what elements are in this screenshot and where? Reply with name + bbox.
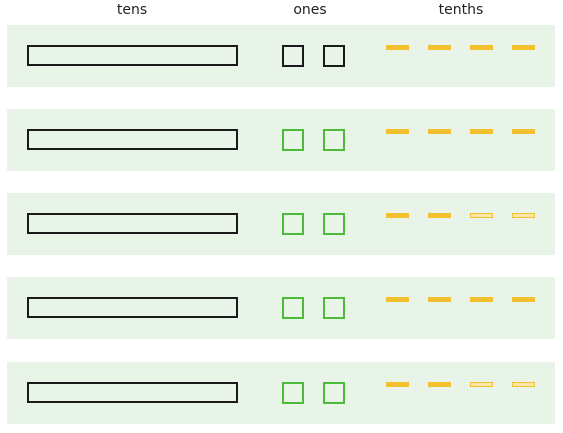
tenths-block [512,297,535,302]
ones-block [282,129,304,151]
column-label-tenths: tenths [438,2,484,18]
tenths-block [470,129,493,134]
ones-block [323,129,345,151]
tenths-block [470,213,493,218]
tenths-block [512,213,535,218]
ones-block [323,382,345,404]
tenths-block [428,129,451,134]
tenths-block [428,213,451,218]
tenths-block [386,45,409,50]
place-value-row [7,277,555,339]
tenths-block [470,382,493,387]
tens-block [27,129,238,150]
ones-block [323,213,345,235]
place-value-row [7,109,555,171]
tenths-block [428,45,451,50]
tenths-block [512,129,535,134]
place-value-row [7,193,555,255]
tens-block [27,382,238,403]
ones-block [282,45,304,67]
tens-block [27,213,238,234]
tenths-block [470,297,493,302]
tenths-block [512,382,535,387]
ones-block [323,45,345,67]
column-label-ones: ones [293,2,327,18]
tenths-block [386,129,409,134]
tenths-block [386,297,409,302]
tenths-block [470,45,493,50]
tenths-block [428,297,451,302]
tenths-block [386,213,409,218]
ones-block [323,297,345,319]
tens-block [27,297,238,318]
tenths-block [386,382,409,387]
ones-block [282,297,304,319]
tenths-block [512,45,535,50]
ones-block [282,382,304,404]
ones-block [282,213,304,235]
place-value-row [7,25,555,87]
place-value-row [7,362,555,424]
tenths-block [428,382,451,387]
column-label-tens: tens [116,2,148,18]
tens-block [27,45,238,66]
